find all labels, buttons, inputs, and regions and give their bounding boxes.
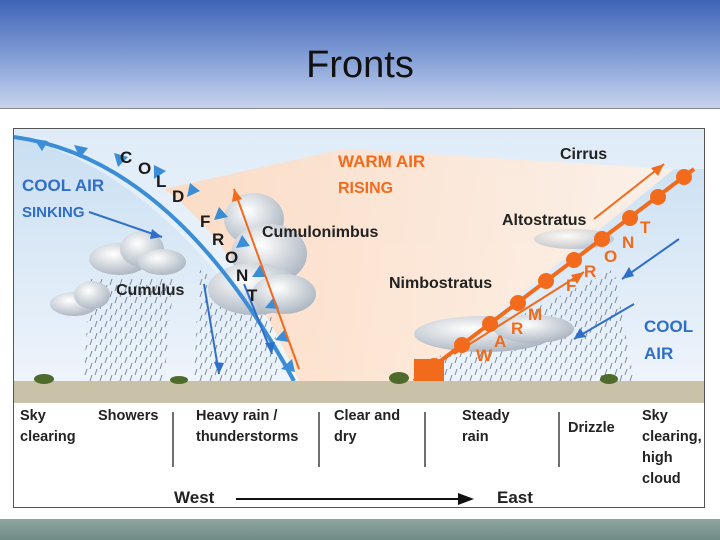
- weather-item-clear-dry: Clear and dry: [334, 408, 401, 445]
- cool-air-right-label: COOL: [644, 317, 693, 336]
- weather-item-heavy-rain: Heavy rain / thunderstorms: [196, 408, 299, 445]
- warm-front-letter: R: [511, 319, 523, 338]
- cumulus-cloud-2: [50, 281, 110, 316]
- ground: [14, 381, 704, 403]
- fronts-diagram-svg: C O L D F R O N T W A R M F R O N T: [14, 129, 704, 505]
- cold-front-letter: R: [212, 230, 224, 249]
- warm-air-mass: [164, 149, 674, 381]
- warm-front-label: W A R M F R O N T: [476, 218, 651, 365]
- warm-front-letter: N: [622, 233, 634, 252]
- warm-front-letter: M: [528, 305, 542, 324]
- warm-front-base: [414, 359, 444, 381]
- nimbostratus-label: Nimbostratus: [389, 275, 492, 292]
- warm-air-label: WARM AIR: [338, 152, 425, 171]
- cold-front-letter: N: [236, 266, 248, 285]
- cumulus-cloud-1: [89, 231, 186, 275]
- warm-front-letter: W: [476, 346, 493, 365]
- cold-front-letter: T: [247, 286, 258, 305]
- warm-front-letter: F: [566, 276, 576, 295]
- east-label: East: [497, 488, 533, 507]
- weather-item-drizzle: Drizzle: [568, 420, 615, 436]
- weather-bar-dividers: [172, 412, 560, 467]
- rising-label: RISING: [338, 180, 393, 197]
- weather-item-showers: Showers: [98, 408, 159, 424]
- cold-front-letter: F: [200, 212, 210, 231]
- cold-front-letter: D: [172, 187, 184, 206]
- cold-front-letter: O: [225, 248, 238, 267]
- warm-front-letter: A: [494, 332, 506, 351]
- cold-front-label: C O L D F R O N T: [120, 148, 258, 305]
- rain-showers: [84, 279, 174, 381]
- air-right-label: AIR: [644, 344, 673, 363]
- slide-figure-frame: C O L D F R O N T W A R M F R O N T: [0, 108, 720, 520]
- cumulus-label: Cumulus: [116, 282, 185, 299]
- page-title: Fronts: [306, 44, 414, 86]
- cold-front-letter: O: [138, 159, 151, 178]
- cold-front-letter: C: [120, 148, 132, 167]
- fronts-diagram: C O L D F R O N T W A R M F R O N T: [13, 128, 705, 508]
- west-label: West: [174, 488, 215, 507]
- cirrus-label: Cirrus: [560, 146, 607, 163]
- warm-front-letter: R: [584, 262, 596, 281]
- west-east-arrowhead: [458, 493, 474, 505]
- ground-shrubs: [34, 372, 618, 384]
- slide-bottom-strip: [0, 519, 720, 540]
- weather-item-sky-clearing: Sky clearing: [20, 408, 76, 445]
- cool-air-left-label: COOL AIR: [22, 176, 104, 195]
- warm-front-letter: O: [604, 247, 617, 266]
- sinking-label: SINKING: [22, 204, 85, 221]
- cold-front-letter: L: [156, 172, 166, 191]
- cumulonimbus-label: Cumulonimbus: [262, 224, 379, 241]
- weather-item-high-cloud: Sky clearing, high cloud: [642, 408, 702, 487]
- warm-front-letter: T: [640, 218, 651, 237]
- air-flow-arrows: [88, 163, 680, 375]
- weather-item-steady-rain: Steady rain: [462, 408, 510, 445]
- cumulonimbus-cloud: [208, 193, 316, 315]
- altostratus-label: Altostratus: [502, 212, 587, 229]
